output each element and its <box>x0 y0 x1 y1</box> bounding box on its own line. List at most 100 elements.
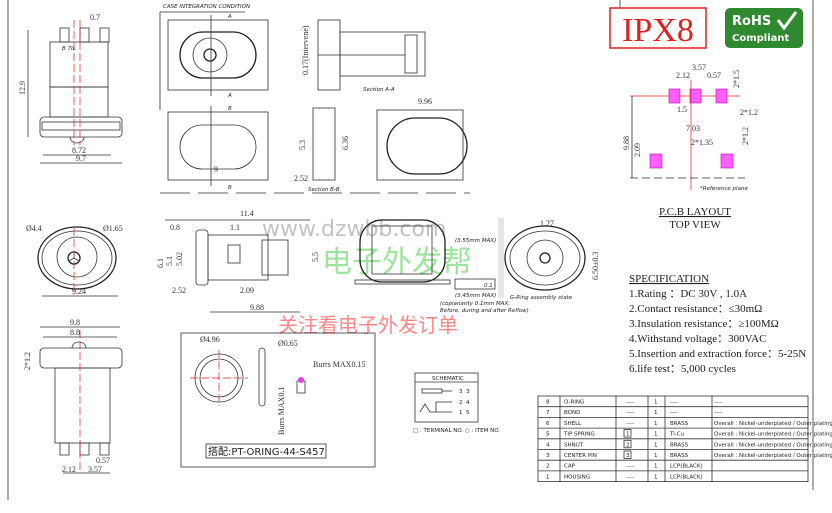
bom-terminal: ---- <box>626 464 634 470</box>
ipx8-label: IPX8 <box>622 12 694 49</box>
item-no: 4 <box>466 400 470 406</box>
pcb-pad <box>689 88 702 104</box>
rohs-label: RoHS <box>732 14 771 29</box>
spec-item: 4.Withstand voltage：300VAC <box>629 333 766 345</box>
bom-qty: 1 <box>654 474 658 480</box>
bom-no: 5 <box>546 432 550 438</box>
dim-label: Ø0.65 <box>278 339 298 348</box>
dim-label: 2.12 <box>62 465 76 474</box>
bom-no: 4 <box>546 442 550 448</box>
bom-material: LCP(BLACK) <box>670 474 703 480</box>
bom-name: BOND <box>564 410 580 416</box>
bom-name: SHELL <box>564 421 582 427</box>
pcb-pad <box>668 88 681 104</box>
left-bottom-view: 9.8 8.8 2*1.2 0.57 2.12 3.57 <box>23 318 123 474</box>
spec-item: 5.Insertion and extraction force：5-25N <box>629 348 806 360</box>
spec-item: 1.Rating ：DC 30V , 1.0A <box>629 288 747 300</box>
bom-name: SHNUT <box>564 442 584 448</box>
watermark: www.dzwbb.com 电子外发帮 关注看电子外发订单 <box>262 217 504 337</box>
dim-label: 9.88 <box>250 303 264 312</box>
cut-label: A <box>227 93 232 99</box>
bom-qty: 1 <box>654 464 658 470</box>
case-title: CASE INTEGRATION CONDITION <box>163 4 250 10</box>
terminal-no: 2 <box>459 400 463 406</box>
dim-label: (3.45mm MAX) <box>455 293 496 299</box>
dim-label: 2.52 <box>294 174 308 183</box>
watermark-url: www.dzwbb.com <box>262 217 446 242</box>
dim-label: 0.17(Intervene) <box>301 25 310 75</box>
bom-finish: Overall : Nickel-underplated / Outer pla… <box>714 421 832 427</box>
dim-label: 2*1.2 <box>23 352 32 370</box>
pcb-title: P.C.B LAYOUT <box>659 206 731 218</box>
bom-material: BRASS <box>670 421 689 427</box>
bom-qty: 1 <box>654 432 658 438</box>
spec-item: 2.Contact resistance：≤30mΩ <box>629 303 762 315</box>
reference-plane-label: *Reference plane <box>700 186 748 192</box>
dim-label: 0.8 <box>170 223 180 232</box>
dim-label: 2.09 <box>240 286 254 295</box>
cut-label: B <box>228 185 232 191</box>
dim-label: 9.88 <box>622 136 631 150</box>
dim-label: 2.09 <box>633 143 642 157</box>
bom-finish: Overall : Nickel-underplated / Outer pla… <box>714 442 832 448</box>
bom-material: ---- <box>670 400 678 406</box>
dim-label: 5.3 <box>298 140 307 150</box>
bom-terminal: 3 <box>626 453 630 459</box>
dim-label: 0.57 <box>96 456 110 465</box>
bom-name: O-RING <box>564 400 584 406</box>
bom-material: Ti-Cu <box>669 432 684 438</box>
cut-label: B <box>228 106 232 112</box>
dim-label: 5.1 <box>165 256 174 266</box>
spec-title: SPECIFICATION <box>629 273 709 285</box>
bom-finish: Overall : Nickel-underplated / Outer pla… <box>714 453 832 459</box>
spec-item: 3.Insulation resistance：≥100MΩ <box>629 318 779 330</box>
bom-qty: 1 <box>654 421 658 427</box>
item-no: 5 <box>466 410 470 416</box>
dim-label: 11.4 <box>240 209 254 218</box>
oring-detail: Ø4.96 Ø0.65 Burrs MAX0.15 Burrs MAX0.1 搭… <box>180 332 376 468</box>
bom-name: CENTER PIN <box>564 453 597 459</box>
case-integration: CASE INTEGRATION CONDITION A A B B 9 0.1… <box>159 4 470 194</box>
bom-qty: 1 <box>654 410 658 416</box>
side-view: 11.4 0.8 1.1 6.1 5.1 5.02 2.52 2.09 9.88… <box>156 209 600 314</box>
bom-no: 7 <box>546 410 550 416</box>
dim-label: 1.5 <box>677 105 687 114</box>
spec-item: 6.life test：5,000 cycles <box>629 363 736 375</box>
section-label: Section B-B <box>308 187 340 193</box>
oring-part-number: 搭配:PT-ORING-44-S457 <box>208 445 325 458</box>
dim-label: 5.02 <box>175 252 184 266</box>
bom-finish: ---- <box>714 410 722 416</box>
dim-label: 7.03 <box>686 124 700 133</box>
dim-label: 1.1 <box>230 223 240 232</box>
specification: SPECIFICATION 1.Rating ：DC 30V , 1.0A 2.… <box>629 273 806 375</box>
dim-label: 9.24 <box>72 287 86 296</box>
rohs-compliant-label: Compliant <box>732 33 790 44</box>
dim-label: 2.52 <box>172 286 186 295</box>
pcb-pad <box>715 88 728 104</box>
dim-label: Ø4.96 <box>200 335 220 344</box>
bom-no: 8 <box>546 400 550 406</box>
tolerance-frame <box>454 278 496 290</box>
dim-label: 8.72 <box>72 146 86 155</box>
burr-label: Burrs MAX0.15 <box>313 360 365 369</box>
dim-label: 6.50±0.3 <box>591 252 600 280</box>
check-icon <box>776 11 798 31</box>
bom-qty: 1 <box>654 453 658 459</box>
housing-marking: B 7IL <box>62 46 76 52</box>
note: G-Ring assembly state <box>510 295 573 301</box>
bom-no: 3 <box>546 453 550 459</box>
bom-finish: ---- <box>714 400 722 406</box>
dim-label: 6.36 <box>341 136 350 150</box>
dim-label: 2*1.5 <box>732 70 741 88</box>
dim-label: 2*1.2 <box>741 127 750 145</box>
bom-terminal: ---- <box>626 421 634 427</box>
rohs-badge: RoHS Compliant <box>725 8 803 48</box>
dim-label: 9.7 <box>76 154 86 163</box>
dim-label: 9 <box>214 165 218 174</box>
pcb-subtitle: TOP VIEW <box>669 219 721 231</box>
bom-material: BRASS <box>670 442 689 448</box>
dim-label: 9.8 <box>70 318 80 327</box>
dim-label: 1.27 <box>540 219 554 228</box>
schematic-legend: □ : TERMINAL NO. ○ : ITEM NO. <box>413 428 500 434</box>
